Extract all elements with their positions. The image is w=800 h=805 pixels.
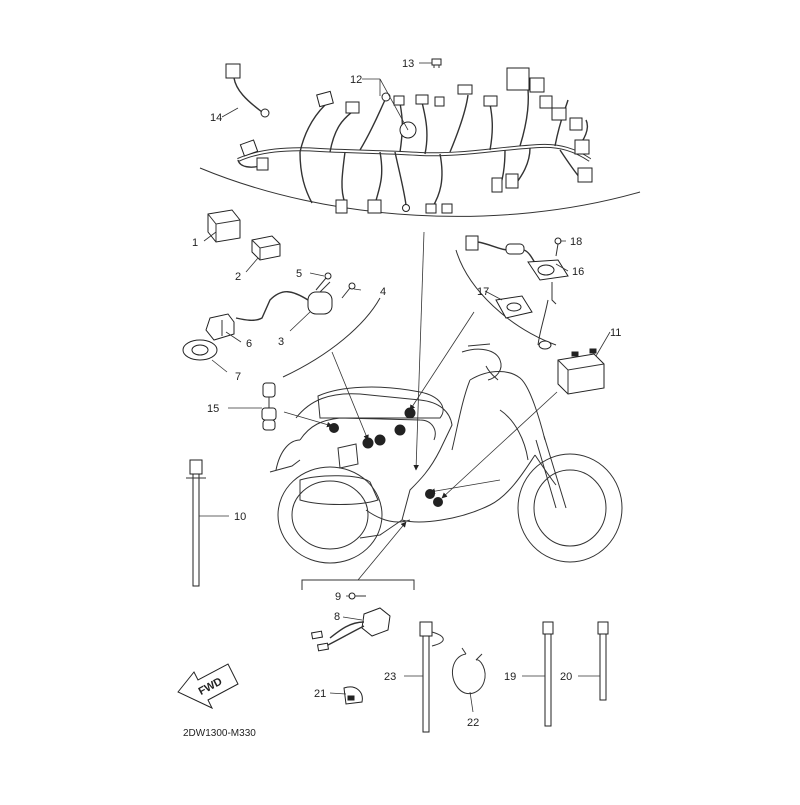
- diagram-code: 2DW1300-M330: [183, 728, 256, 739]
- scooter-outline: [269, 343, 623, 564]
- screw-9: [348, 592, 366, 600]
- callout-8: 8: [334, 611, 340, 623]
- callout-14: 14: [210, 112, 222, 124]
- callout-2: 2: [235, 271, 241, 283]
- cable-tie-20: [597, 621, 609, 701]
- right-parts-section-curve: [455, 249, 557, 346]
- ground-lead: [225, 63, 270, 118]
- callout-4: 4: [380, 286, 386, 298]
- callout-22: 22: [467, 717, 479, 729]
- harness-section-curve: [199, 167, 641, 217]
- callout-16: 16: [572, 266, 584, 278]
- wire-harness: [237, 67, 593, 214]
- wire-clamp: [451, 647, 486, 695]
- screw-5: [315, 272, 332, 291]
- callout-21: 21: [314, 688, 326, 700]
- ignition-coil: [235, 281, 333, 321]
- fwd-arrow: [177, 663, 239, 710]
- fuse: [431, 58, 442, 68]
- location-dots: [329, 407, 443, 507]
- callout-17: 17: [477, 286, 489, 298]
- left-parts-section-curve: [282, 297, 381, 378]
- callout-10: 10: [234, 511, 246, 523]
- lower-bracket: [301, 579, 415, 590]
- callout-3: 3: [278, 336, 284, 348]
- callout-23: 23: [384, 671, 396, 683]
- callout-9: 9: [335, 591, 341, 603]
- callout-20: 20: [560, 671, 572, 683]
- cable-tie-10: [186, 459, 206, 587]
- callout-15: 15: [207, 403, 219, 415]
- sensor-gasket: [495, 295, 533, 319]
- cable-tie-19: [542, 621, 554, 727]
- callout-7: 7: [235, 371, 241, 383]
- callout-11: 11: [610, 327, 621, 339]
- spark-plug-cover: [182, 339, 218, 361]
- screw-4: [341, 282, 356, 299]
- callout-6: 6: [246, 338, 252, 350]
- callout-13: 13: [402, 58, 414, 70]
- callout-19: 19: [504, 671, 516, 683]
- cdi-unit: [310, 607, 391, 652]
- callout-5: 5: [296, 268, 302, 280]
- cable-tie-23: [419, 621, 444, 733]
- callout-18: 18: [570, 236, 582, 248]
- relay-socket: [251, 235, 281, 261]
- callout-1: 1: [192, 237, 198, 249]
- leader-lines: [199, 62, 611, 713]
- plug-cap: [205, 313, 235, 341]
- callout-labels: 1 2 3 4 5 6 7 8 9 10 11 12 13 14 15 16 1…: [192, 58, 621, 729]
- battery: [557, 348, 605, 395]
- fuse-holder: [261, 382, 277, 431]
- relay: [207, 209, 241, 243]
- callout-12: 12: [350, 74, 362, 86]
- wire-clip: [343, 686, 363, 705]
